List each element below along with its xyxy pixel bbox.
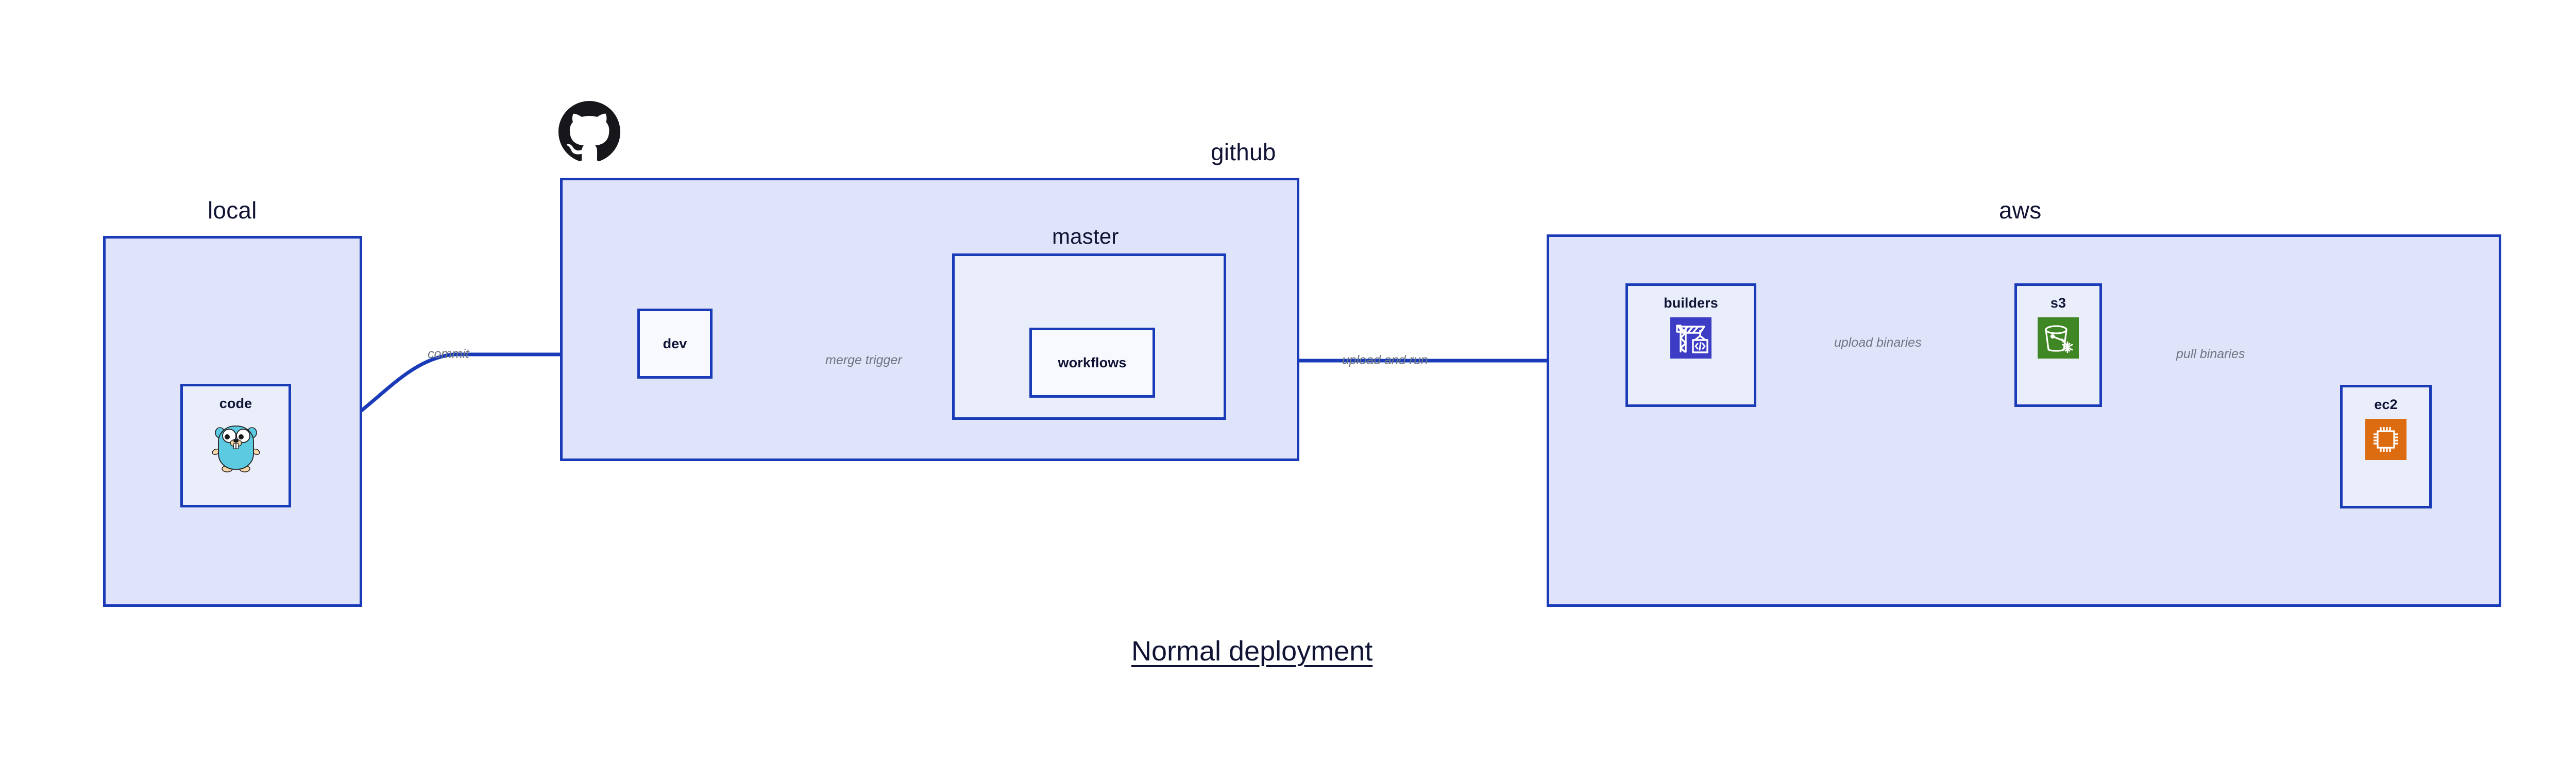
- edge-label-upload-binaries: upload binaries: [1834, 335, 1922, 350]
- edge-label-merge-trigger: merge trigger: [825, 353, 902, 367]
- diagram-title: Normal deployment: [1131, 636, 1373, 667]
- node-code[interactable]: code: [180, 384, 291, 507]
- aws-codebuild-icon: [1670, 317, 1711, 361]
- group-label-aws: aws: [1999, 197, 2042, 224]
- node-label-workflows: workflows: [1058, 354, 1127, 370]
- node-dev[interactable]: dev: [637, 309, 713, 379]
- node-builders[interactable]: builders: [1625, 283, 1756, 407]
- group-local: code: [103, 236, 362, 607]
- edge-label-commit: commit: [428, 347, 469, 361]
- node-label-s3: s3: [2050, 295, 2066, 311]
- github-octocat-logo: [558, 101, 621, 165]
- go-gopher-icon: [211, 419, 261, 475]
- edge-label-upload-and-run: upload and run: [1342, 353, 1428, 367]
- node-workflows[interactable]: workflows: [1029, 328, 1155, 398]
- group-label-local: local: [208, 197, 257, 224]
- subgroup-master: workflows: [952, 253, 1226, 420]
- node-s3[interactable]: s3: [2014, 283, 2102, 407]
- node-label-ec2: ec2: [2374, 397, 2398, 412]
- edge-label-pull-binaries: pull binaries: [2176, 347, 2245, 361]
- node-ec2[interactable]: ec2: [2340, 385, 2432, 508]
- group-github: dev master workflows: [560, 178, 1299, 461]
- aws-ec2-chip-icon: [2365, 419, 2406, 463]
- group-aws: builders: [1547, 234, 2501, 607]
- node-label-code: code: [219, 396, 252, 411]
- node-label-dev: dev: [663, 335, 687, 351]
- subgroup-label-master: master: [1052, 224, 1119, 248]
- node-label-builders: builders: [1664, 295, 1718, 311]
- group-label-github: github: [1211, 139, 1276, 165]
- aws-s3-bucket-icon: [2038, 317, 2079, 361]
